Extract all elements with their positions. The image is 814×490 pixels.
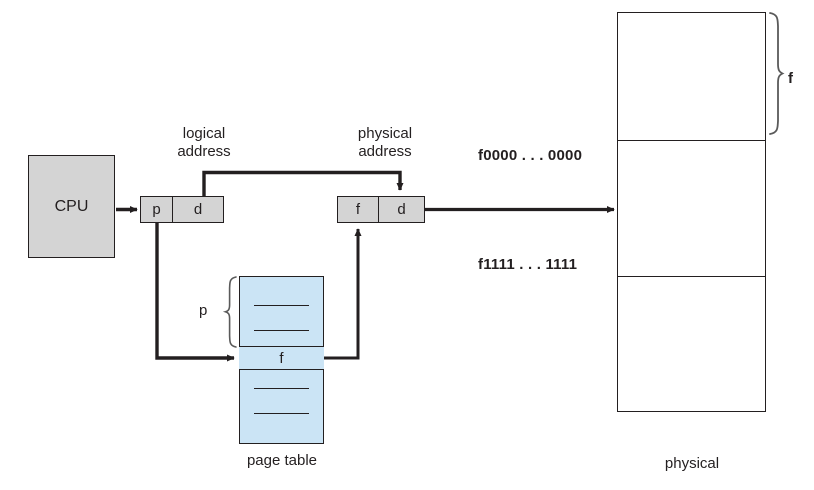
bracket-offset-passthrough — [202, 170, 404, 196]
page-table-frame-entry-label: f — [279, 349, 284, 367]
cpu-label: CPU — [54, 197, 89, 215]
logical-address-header-line2: address — [177, 142, 231, 160]
physical-address-offset-cell: d — [378, 196, 425, 223]
physical-memory-address-low: f0000 . . . 0000 — [478, 147, 583, 164]
physical-memory-address-high: f1111 . . . 1111 — [478, 256, 578, 273]
page-table-entry-dash — [254, 388, 309, 389]
cpu-box: CPU — [28, 155, 115, 258]
page-table-entry-dash — [254, 413, 309, 414]
physical-address-header-line1: physical — [357, 125, 413, 142]
physical-memory-divider — [617, 276, 766, 277]
physical-address-frame-cell: f — [337, 196, 379, 223]
logical-address-page-label: p — [152, 201, 161, 218]
page-table-entry-dash — [254, 305, 309, 306]
logical-address-header: logical address — [154, 125, 254, 160]
physical-memory-divider — [617, 140, 766, 141]
logical-address-header-line1: logical — [182, 125, 226, 142]
physical-memory-brace-label: f — [788, 70, 793, 87]
arrow-page-number-to-page-table — [155, 223, 235, 362]
brace-page-table-index — [222, 276, 237, 348]
physical-memory-box — [617, 12, 766, 412]
page-table-caption: page table — [246, 452, 318, 469]
page-table-brace-label: p — [199, 302, 208, 319]
physical-address-header-line2: address — [358, 142, 412, 160]
physical-memory-caption: physical memory — [632, 420, 752, 490]
brace-physical-frame — [769, 12, 785, 135]
page-table-frame-entry: f — [239, 346, 324, 370]
physical-address-header: physical address — [330, 125, 440, 160]
logical-address-offset-cell: d — [172, 196, 224, 223]
logical-address-offset-label: d — [193, 201, 203, 218]
logical-address-page-cell: p — [140, 196, 173, 223]
physical-address-offset-label: d — [397, 201, 406, 218]
physical-address-frame-label: f — [355, 201, 361, 218]
physical-memory-caption-line1: physical — [664, 455, 720, 473]
page-table-entry-dash — [254, 330, 309, 331]
arrow-frame-to-physical-address — [324, 228, 362, 360]
